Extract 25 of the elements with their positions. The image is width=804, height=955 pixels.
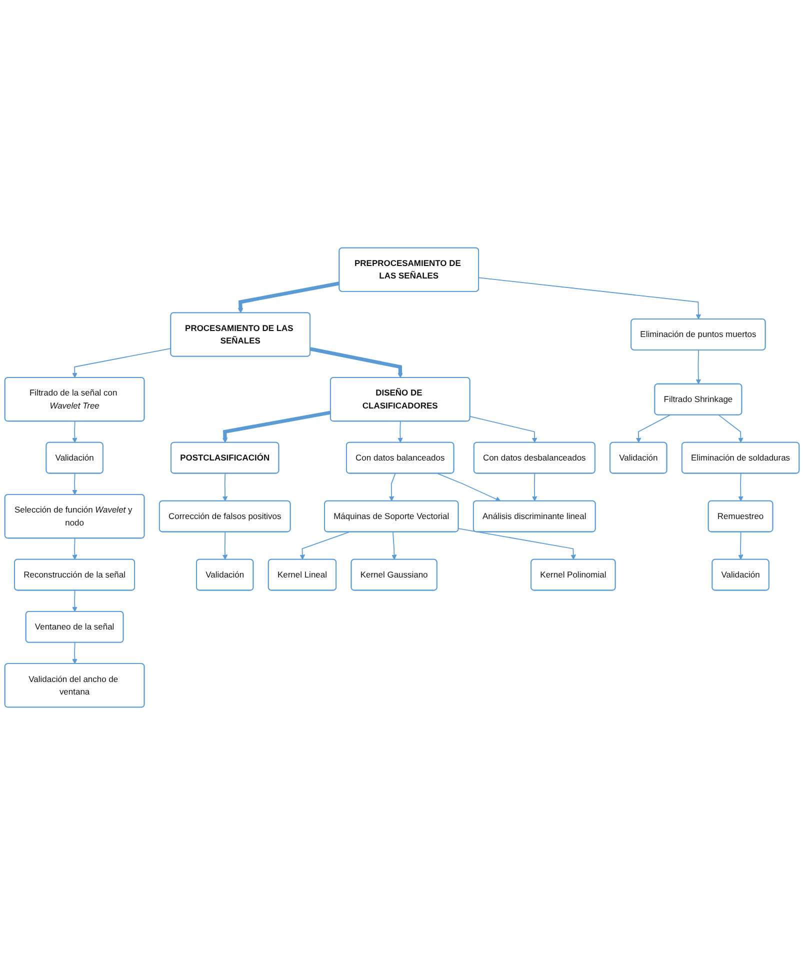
- arrow: [478, 277, 702, 320]
- arrow: [72, 473, 78, 496]
- arrow: [222, 410, 332, 443]
- arrow: [437, 473, 501, 502]
- arrow: [738, 473, 744, 502]
- arrow: [696, 350, 702, 384]
- arrow: [222, 532, 228, 560]
- arrow: [300, 532, 350, 560]
- arrow: [72, 348, 172, 378]
- arrow: [738, 532, 744, 560]
- arrow: [72, 590, 78, 612]
- arrow: [310, 347, 403, 378]
- arrow: [470, 416, 538, 443]
- arrow: [72, 642, 78, 664]
- arrow: [398, 420, 403, 443]
- arrow: [458, 528, 576, 560]
- arrow: [392, 532, 397, 560]
- arrow: [72, 538, 78, 560]
- arrow: [222, 473, 228, 502]
- arrow: [72, 420, 78, 443]
- arrow: [718, 414, 744, 443]
- arrow: [388, 473, 396, 502]
- arrow: [532, 473, 538, 502]
- arrow: [636, 414, 670, 443]
- arrow: [238, 282, 340, 314]
